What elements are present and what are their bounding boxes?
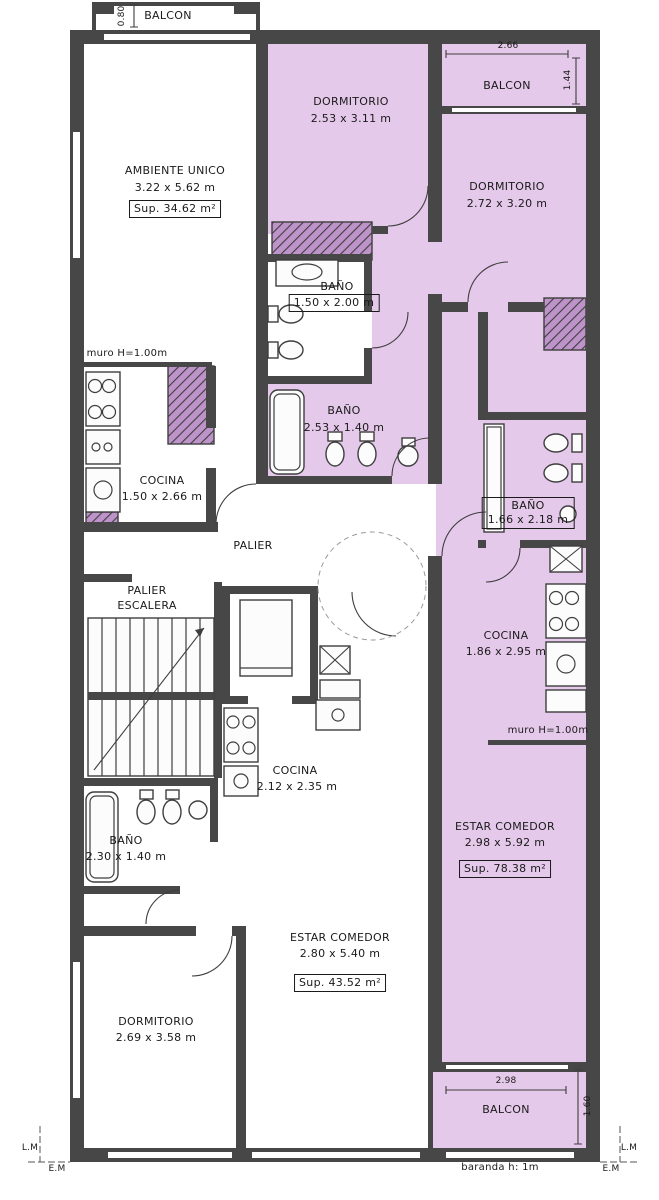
- elevator: [222, 586, 318, 704]
- outer-walls: [70, 30, 600, 1162]
- label-dormitorio-bottom-name: DORMITORIO: [118, 1015, 194, 1028]
- label-cocina-center-dims: 2.12 x 2.35 m: [256, 780, 338, 793]
- door-swing-circle: [317, 531, 427, 641]
- label-balcon-bottom: BALCON: [482, 1103, 530, 1116]
- label-balcon-top-right: BALCON: [483, 79, 531, 92]
- label-lm-left: L.M: [21, 1143, 39, 1153]
- bathroom-right-fixtures: [483, 423, 583, 533]
- door-arcs: [145, 185, 521, 977]
- label-dormitorio-right-dims: 2.72 x 3.20 m: [466, 197, 548, 210]
- label-estar-center-dims: 2.80 x 5.40 m: [299, 947, 381, 960]
- label-ambiente-unico-dims: 3.22 x 5.62 m: [134, 181, 216, 194]
- label-palier-escalera-1: PALIER: [127, 584, 167, 597]
- label-cocina-left-name: COCINA: [139, 474, 185, 487]
- windows: [73, 34, 576, 1158]
- label-dim-144: 1.44: [563, 69, 573, 91]
- label-bano-right: BAÑO 1.66 x 2.18 m: [481, 497, 575, 529]
- kitchen-left-fixtures: [85, 371, 121, 513]
- label-bano-top-name: BAÑO: [320, 280, 354, 293]
- label-dormitorio-top-name: DORMITORIO: [313, 95, 389, 108]
- label-estar-center-name: ESTAR COMEDOR: [290, 931, 390, 944]
- staircase: [87, 617, 215, 777]
- kitchen-center-fixtures: [223, 679, 361, 797]
- label-balcon-top: BALCON: [144, 9, 192, 22]
- label-ambiente-unico-name: AMBIENTE UNICO: [124, 164, 226, 177]
- interior-walls: [70, 44, 586, 1152]
- bathroom-left-fixtures: [85, 789, 208, 883]
- label-muro-right: muro H=1.00m: [507, 725, 589, 736]
- closet-hatches: [85, 221, 587, 529]
- label-bano-mid-name: BAÑO: [327, 404, 361, 417]
- label-estar-right-sup: Sup. 78.38 m²: [459, 860, 551, 878]
- label-dormitorio-right-name: DORMITORIO: [469, 180, 545, 193]
- label-estar-right-dims: 2.98 x 5.92 m: [464, 836, 546, 849]
- label-estar-right-name: ESTAR COMEDOR: [455, 820, 555, 833]
- label-dim-298: 2.98: [495, 1076, 517, 1086]
- label-bano-left-dims: 2.30 x 1.40 m: [85, 850, 167, 863]
- label-dormitorio-top-dims: 2.53 x 3.11 m: [310, 112, 392, 125]
- label-lm-right: L.M: [620, 1143, 638, 1153]
- label-ambiente-unico-sup: Sup. 34.62 m²: [129, 200, 221, 218]
- label-cocina-center-name: COCINA: [272, 764, 318, 777]
- bathroom-mid-fixtures: [269, 389, 419, 475]
- kitchen-right-fixtures: [545, 583, 587, 713]
- dimension-lines: [130, 4, 582, 1145]
- label-bano-left-name: BAÑO: [109, 834, 143, 847]
- label-estar-center-sup: Sup. 43.52 m²: [294, 974, 386, 992]
- label-bano-top-dims: 1.50 x 2.00 m: [288, 294, 380, 312]
- label-dim-160: 1.60: [583, 1095, 593, 1117]
- label-dim-080: 0.80: [117, 5, 127, 27]
- boundary-marks: [28, 1126, 640, 1163]
- label-dim-266: 2.66: [497, 41, 519, 51]
- bathroom-top-fixtures: [267, 259, 339, 360]
- label-cocina-right-dims: 1.86 x 2.95 m: [465, 645, 547, 658]
- label-palier: PALIER: [233, 539, 273, 552]
- label-bano-mid-dims: 2.53 x 1.40 m: [303, 421, 385, 434]
- label-cocina-left-dims: 1.50 x 2.66 m: [121, 490, 203, 503]
- label-cocina-right-name: COCINA: [483, 629, 529, 642]
- label-bano-right-name: BAÑO: [511, 499, 545, 512]
- label-muro-left: muro H=1.00m: [86, 348, 168, 359]
- label-dormitorio-bottom-dims: 2.69 x 3.58 m: [115, 1031, 197, 1044]
- label-em-right: E.M: [602, 1164, 620, 1174]
- label-em-left: E.M: [48, 1164, 66, 1174]
- balcony-top-left-rail: [92, 2, 260, 32]
- label-bano-right-dims: 1.66 x 2.18 m: [487, 513, 569, 526]
- label-palier-escalera-2: ESCALERA: [117, 599, 177, 612]
- label-baranda: baranda h: 1m: [461, 1162, 539, 1173]
- duct-boxes: [319, 545, 583, 675]
